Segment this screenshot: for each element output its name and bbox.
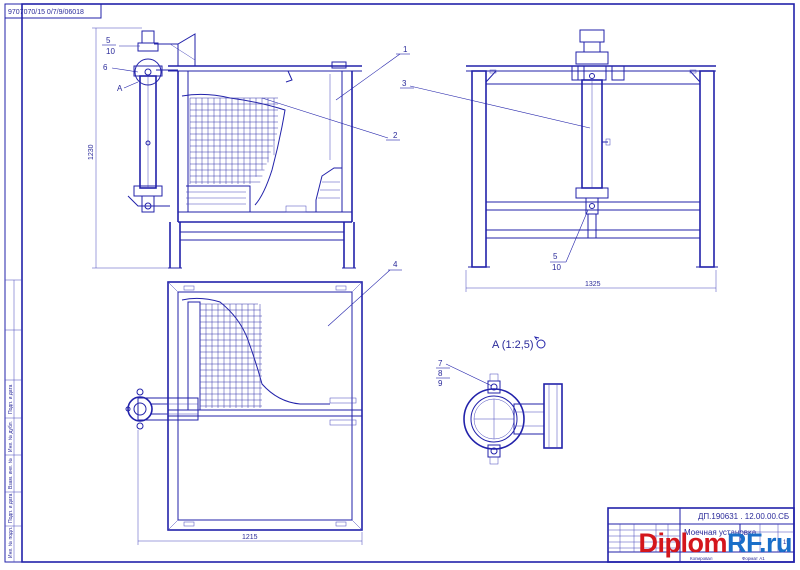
label-5-side: 5 — [553, 252, 558, 261]
label-7: 7 — [438, 359, 443, 368]
label-3: 3 — [402, 79, 407, 88]
front-height-dim: 1230 — [88, 27, 168, 269]
watermark-part2: RF.ru — [727, 528, 793, 558]
label-9: 9 — [438, 379, 443, 388]
left-strip: Подп. и дата Инв. № дубл. Взам. инв. № П… — [5, 279, 22, 562]
detail-a-marker — [134, 58, 162, 86]
side-view — [466, 29, 718, 268]
front-view — [168, 61, 362, 269]
top-stamp-text: 9707070/15 0/7/9/06018 — [8, 9, 84, 16]
copied-label: Копировал — [690, 556, 713, 561]
front-height-value: 1230 — [88, 144, 95, 160]
label-8: 8 — [438, 369, 443, 378]
sheet-number: 15 — [783, 540, 790, 546]
title-block: ДП.190631 . 12.00.00.СБ Моечная установк… — [607, 507, 795, 563]
front-mesh — [189, 97, 278, 184]
strip-label-1: Подп. и дата — [8, 384, 14, 414]
outer-frame — [4, 3, 795, 563]
label-10-front: 10 — [106, 47, 115, 56]
front-labels: 5 10 6 A 1 2 — [102, 36, 410, 141]
top-stamp: 9707070/15 0/7/9/06018 — [4, 3, 102, 19]
plan-mesh — [199, 303, 262, 408]
drawing-name: Моечная установка — [684, 528, 757, 537]
side-width-value: 1325 — [585, 281, 601, 288]
strip-label-3: Взам. инв. № — [8, 458, 14, 489]
watermark-part1: Diplom — [638, 528, 728, 558]
plan-labels: 4 — [327, 260, 402, 327]
plan-view — [125, 281, 363, 531]
label-2: 2 — [393, 131, 398, 140]
detail-a-view: A (1:2,5) 7 8 9 — [436, 336, 563, 465]
strip-label-2: Инв. № дубл. — [8, 421, 14, 452]
format-label: Формат A1 — [742, 556, 765, 561]
side-width-dim: 1325 — [465, 270, 717, 292]
detail-a-title: A (1:2,5) — [492, 339, 534, 351]
plan-width-dim: 1215 — [137, 430, 363, 545]
label-10-side: 10 — [552, 263, 561, 272]
label-1: 1 — [403, 45, 408, 54]
inner-frame — [21, 3, 795, 563]
doc-code: ДП.190631 . 12.00.00.СБ — [698, 512, 789, 521]
strip-label-4: Подп. и дата — [8, 493, 14, 523]
side-labels: 3 5 10 — [400, 79, 591, 272]
front-cylinder — [127, 30, 196, 213]
strip-label-5: Инв. № подл. — [8, 527, 14, 558]
label-4: 4 — [393, 260, 398, 269]
label-6: 6 — [103, 63, 108, 72]
label-5-front: 5 — [106, 36, 111, 45]
label-a-front: A — [117, 84, 123, 93]
plan-width-value: 1215 — [242, 534, 258, 541]
watermark: DiplomRF.ru — [639, 528, 793, 559]
